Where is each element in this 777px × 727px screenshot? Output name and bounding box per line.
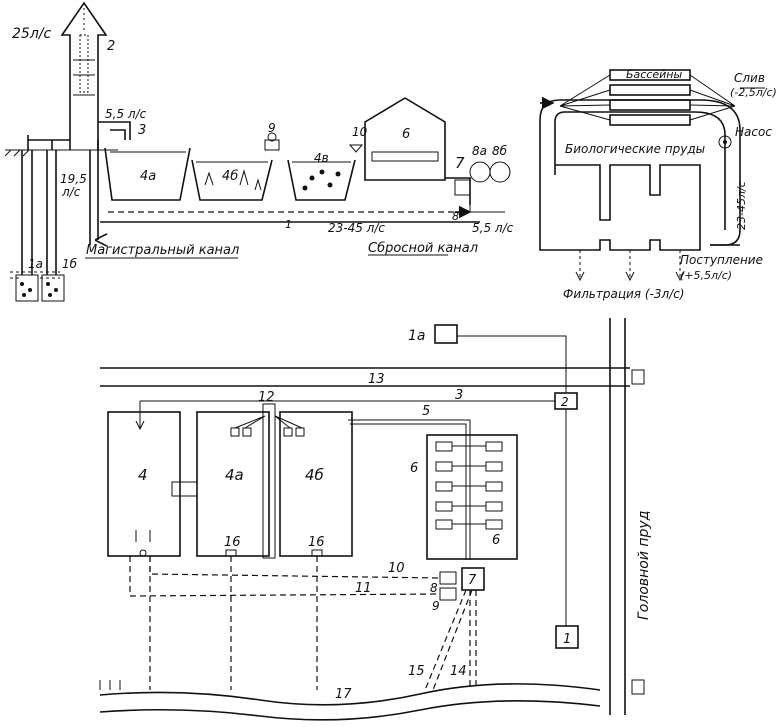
plan-9-label: 9	[432, 599, 440, 613]
flow-tower-label: 25л/с	[12, 26, 51, 42]
house-number: 6	[402, 127, 410, 142]
item-8a-label: 8а	[472, 144, 487, 158]
loop-flow-label: 23-45л/с	[735, 181, 748, 230]
flow-main-unit: л/с	[61, 185, 81, 199]
plan-8-label: 8	[430, 581, 438, 595]
plan-2-label: 2	[561, 395, 569, 409]
plan-16a-label: 16	[224, 535, 241, 550]
plan-5-label: 5	[422, 404, 430, 419]
plan-7-label: 7	[468, 573, 477, 588]
basins-label: Бассейны	[626, 68, 682, 81]
plan-section: 1а 13 3 2 12 5 4 4а 4б 6 6 16 16 10 11 8…	[100, 318, 652, 720]
drain-number: 8	[452, 210, 459, 223]
tank-4a-label: 4а	[225, 466, 244, 484]
intake-flow-label: (+5,5л/с)	[680, 269, 732, 282]
item-8b-label: 8б	[492, 144, 508, 158]
canal-number: 1	[285, 218, 292, 231]
plan-16b-label: 16	[308, 535, 325, 550]
drain-canal-label: Сбросной канал	[368, 241, 478, 256]
tank-4-label: 4	[138, 466, 148, 484]
tower-number: 2	[107, 39, 115, 54]
plan-17-label: 17	[335, 687, 352, 702]
plan-1a-label: 1а	[408, 328, 426, 344]
pond-4b-label: 4б	[222, 169, 238, 184]
plan-10-label: 10	[388, 561, 405, 576]
well-1b-label: 1б	[62, 257, 78, 271]
head-pond-label: Головной пруд	[636, 511, 652, 620]
intake-label: Поступление	[680, 253, 763, 267]
loop-section: Бассейны Слив (-2,5л/с) Насос Биологичес…	[540, 68, 777, 301]
flow-inlet-label: 5,5 л/с	[105, 107, 147, 121]
item-7-label: 7	[455, 154, 465, 172]
drain-flow-label: 5,5 л/с	[472, 221, 514, 235]
pond-4v-label: 4в	[314, 151, 329, 165]
loop-drain-label: Слив	[734, 71, 765, 85]
pond-4a-label: 4а	[140, 169, 156, 184]
basin-6a-label: 6	[410, 461, 418, 476]
tank-4b-label: 4б	[305, 466, 324, 484]
basin-6b-label: 6	[492, 533, 500, 548]
well-1a	[16, 150, 38, 301]
filtration-label: Фильтрация (-3л/с)	[563, 287, 684, 301]
item-9-label: 9	[268, 121, 276, 135]
plan-15-label: 15	[408, 664, 425, 679]
plan-13-label: 13	[368, 372, 385, 387]
canal-flow-label: 23-45 л/с	[328, 221, 385, 235]
profile-section: 25л/с 2 5,5 л/с 3 19,5 л/с 1а 1б Магистр…	[5, 3, 514, 301]
water-tower	[62, 3, 106, 150]
flow-main-value: 19,5	[60, 172, 87, 186]
main-canal-label: Магистральный канал	[86, 243, 239, 258]
plan-3-label: 3	[455, 388, 463, 403]
item-10-label: 10	[352, 125, 368, 139]
well-1a-label: 1а	[28, 257, 43, 271]
plan-12-label: 12	[258, 390, 275, 405]
pump-label: Насос	[735, 125, 772, 139]
loop-drain-flow: (-2,5л/с)	[730, 86, 777, 99]
plan-11-label: 11	[355, 581, 372, 596]
inlet-number: 3	[138, 123, 146, 138]
plan-1-label: 1	[563, 632, 571, 647]
plan-14-label: 14	[450, 664, 467, 679]
bio-ponds-label: Биологические пруды	[565, 142, 705, 156]
